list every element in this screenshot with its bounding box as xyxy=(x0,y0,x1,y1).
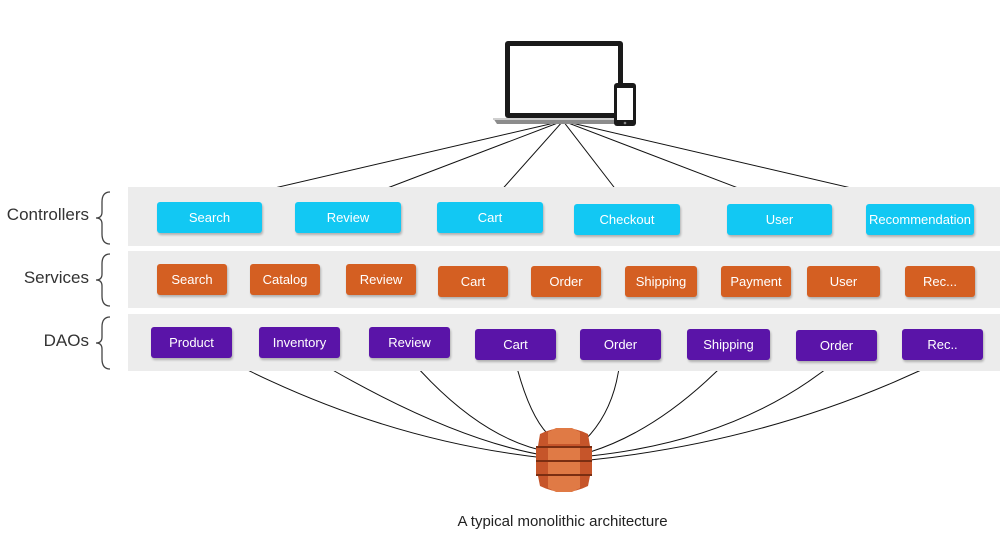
dao-order-2: Order xyxy=(796,330,877,361)
controllers-label: Controllers xyxy=(6,205,89,224)
services-brace xyxy=(95,253,111,307)
controller-cart: Cart xyxy=(437,202,543,233)
dao-review: Review xyxy=(369,327,450,358)
dao-rec: Rec.. xyxy=(902,329,983,360)
dao-product: Product xyxy=(151,327,232,358)
database-icon xyxy=(536,428,592,492)
controller-user: User xyxy=(727,204,832,235)
dao-order: Order xyxy=(580,329,661,360)
service-shipping: Shipping xyxy=(625,266,697,297)
dao-cart: Cart xyxy=(475,329,556,360)
controller-search: Search xyxy=(157,202,262,233)
service-rec: Rec... xyxy=(905,266,975,297)
daos-label: DAOs xyxy=(43,331,89,350)
service-order: Order xyxy=(531,266,601,297)
service-review: Review xyxy=(346,264,416,295)
service-payment: Payment xyxy=(721,266,791,297)
controller-review: Review xyxy=(295,202,401,233)
diagram-caption: A typical monolithic architecture xyxy=(457,513,668,530)
controller-checkout: Checkout xyxy=(574,204,680,235)
service-cart: Cart xyxy=(438,266,508,297)
service-search: Search xyxy=(157,264,227,295)
service-catalog: Catalog xyxy=(250,264,320,295)
daos-brace xyxy=(95,316,111,370)
services-label: Services xyxy=(23,268,89,287)
controller-recommendation: Recommendation xyxy=(866,204,974,235)
dao-shipping: Shipping xyxy=(687,329,770,360)
controllers-brace xyxy=(95,191,111,245)
service-user: User xyxy=(807,266,880,297)
controllers-layer xyxy=(128,187,1000,246)
laptop-and-phone-icon xyxy=(493,41,636,126)
dao-inventory: Inventory xyxy=(259,327,340,358)
